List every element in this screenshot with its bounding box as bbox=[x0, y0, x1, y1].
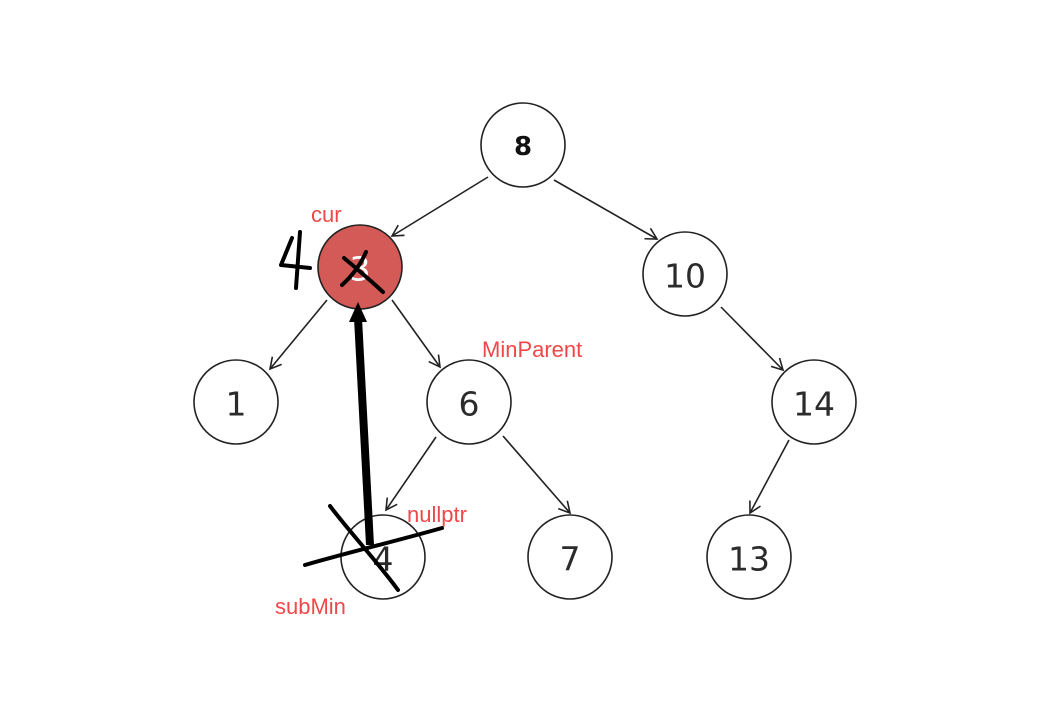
tree-node-min-parent: 6 bbox=[426, 359, 512, 445]
edge-3-1 bbox=[268, 299, 328, 371]
cross-out-mark-cur bbox=[340, 250, 385, 294]
tree-node: 14 bbox=[771, 359, 857, 445]
edge-14-13 bbox=[749, 439, 790, 515]
node-label: 4 bbox=[373, 540, 394, 579]
tree-node: 8 bbox=[480, 102, 566, 188]
replace-arrow bbox=[349, 302, 374, 545]
edge-3-6 bbox=[391, 299, 441, 369]
node-label: 8 bbox=[514, 132, 532, 162]
node-label: 13 bbox=[728, 540, 770, 579]
node-label: 7 bbox=[560, 540, 581, 579]
tree-node: 1 bbox=[193, 359, 279, 445]
node-label: 6 bbox=[459, 385, 480, 424]
edge-6-7 bbox=[502, 435, 572, 515]
node-label: 10 bbox=[664, 257, 706, 296]
edge-8-3 bbox=[390, 176, 489, 237]
tree-node: 13 bbox=[706, 514, 792, 600]
edge-6-4 bbox=[385, 436, 437, 512]
node-label: 14 bbox=[793, 385, 835, 424]
annotation-nullptr: nullptr bbox=[407, 502, 467, 527]
cross-out-mark-sub-min bbox=[303, 504, 444, 592]
annotation-min-parent: MinParent bbox=[482, 337, 582, 362]
handwritten-four-mark bbox=[279, 230, 312, 290]
edge-8-10 bbox=[553, 179, 659, 240]
annotation-sub-min: subMin bbox=[275, 594, 346, 619]
annotation-cur: cur bbox=[311, 202, 342, 227]
tree-node: 10 bbox=[642, 231, 728, 317]
tree-node: 7 bbox=[527, 514, 613, 600]
tree-node-sub-min: 4 bbox=[340, 514, 426, 600]
edge-10-14 bbox=[720, 306, 785, 372]
node-label: 1 bbox=[226, 385, 247, 424]
